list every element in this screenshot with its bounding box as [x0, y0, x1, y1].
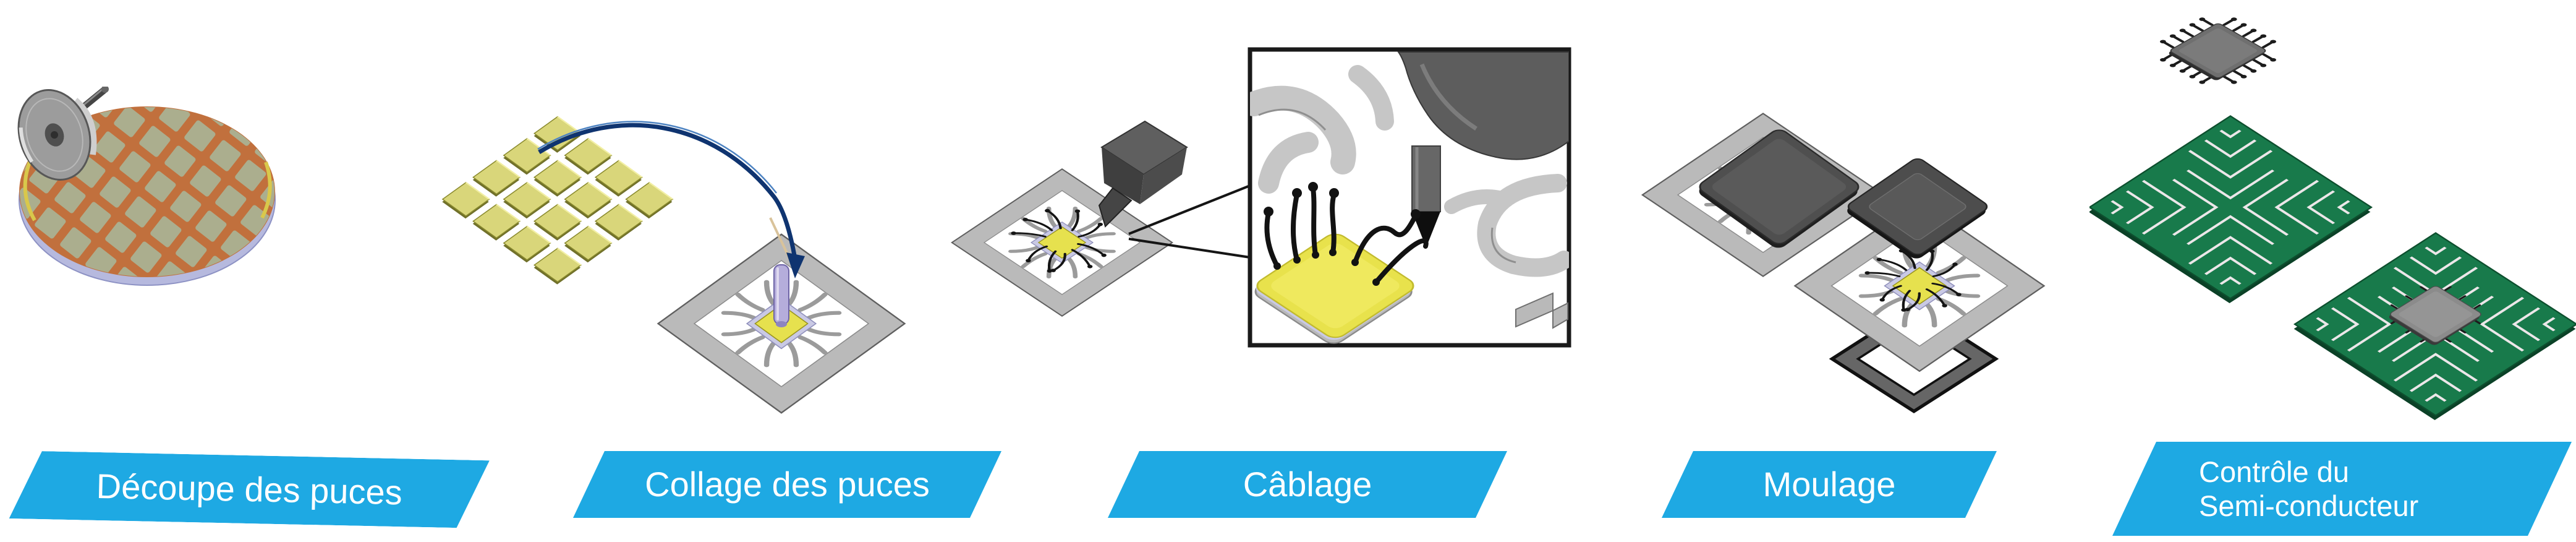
molding-icon: [1613, 93, 2096, 414]
inset-lead-fingers: [1250, 65, 1569, 277]
finished-package-test-icon: [2089, 6, 2576, 421]
step-label: Moulage: [1762, 464, 1896, 504]
step-banner-moulage: Moulage: [1662, 451, 1997, 518]
inset-bond-wires: [1264, 186, 1429, 285]
inset-lead-edges: [1258, 108, 1516, 264]
step-label: Câblage: [1243, 464, 1372, 504]
step-label-line2: Semi-conducteur: [2199, 489, 2419, 522]
dicing-blade: [17, 87, 109, 181]
silicon-wafer: [19, 106, 276, 286]
step-banner-controle-du-semi-conducteur: Contrôle du Semi-conducteur: [2112, 442, 2572, 536]
pcb-with-chip: [2291, 233, 2576, 420]
pickup-collet: [773, 264, 789, 327]
molded-package: [1699, 129, 1860, 248]
step-label-line1: Contrôle du: [2199, 455, 2349, 488]
zoom-indicator-lines: [1128, 184, 1251, 259]
bonding-head: [1098, 120, 1188, 228]
step-banner-collage-des-puces: Collage des puces: [573, 451, 1001, 518]
step-label: Découpe des puces: [96, 466, 403, 512]
step-banner-decoupe-des-puces: Découpe des puces: [9, 450, 490, 528]
step-label: Collage des puces: [645, 464, 930, 504]
inset-bond-tool: [1397, 51, 1569, 247]
qfp-package: [2143, 7, 2293, 93]
wire-balls: [1264, 182, 1421, 286]
wafer-dicing-saw-icon: [17, 87, 276, 286]
mold-cap: [1847, 158, 1988, 259]
step-banner-cablage: Câblage: [1108, 451, 1507, 518]
die-bonding-icon: [440, 116, 927, 427]
transfer-arrow: [537, 121, 805, 278]
magnified-inset: [1248, 47, 1571, 348]
empty-pcb: [2089, 116, 2374, 303]
wire-bonding-icon: [946, 47, 1571, 348]
